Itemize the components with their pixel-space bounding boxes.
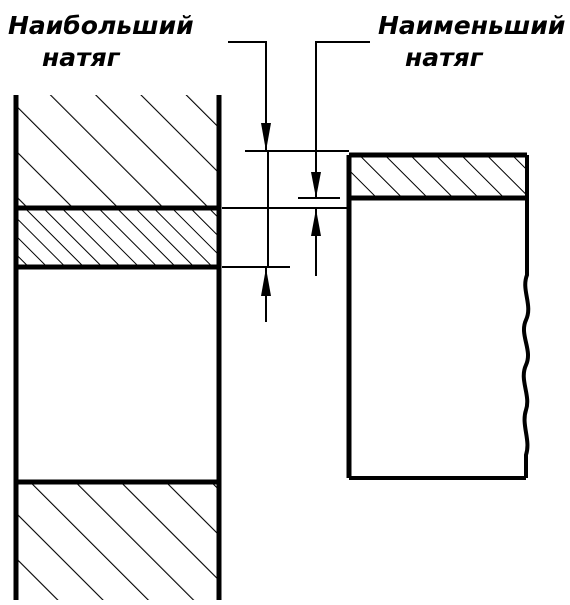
min-interference-label: Наименьший натяг [378,11,565,72]
shaft-break-line [521,155,531,478]
min-interference-top-arrowhead [311,172,321,198]
min-interference-label-line2: натяг [405,43,484,72]
min-interference-label-line1: Наименьший [378,11,565,40]
min-interference-dimension [311,41,370,276]
hole-part [13,95,222,600]
extension-lines [222,150,349,268]
max-interference-leader [228,41,267,122]
max-interference-dimension [228,41,271,322]
shaft-tolerance-zone [349,155,527,198]
shaft-part [346,152,531,480]
hole-tolerance-zone [16,208,219,267]
max-interference-label: Наибольший натяг [8,11,194,72]
max-interference-label-line2: натяг [42,43,121,72]
hole-upper-wall-hatch [16,95,219,208]
max-interference-top-arrowhead [261,123,271,151]
hole-lower-wall-hatch [16,482,219,600]
max-interference-label-line1: Наибольший [8,11,194,40]
min-interference-leader [315,41,370,170]
min-interference-bottom-arrowhead [311,209,321,236]
max-interference-bottom-arrowhead [261,268,271,296]
